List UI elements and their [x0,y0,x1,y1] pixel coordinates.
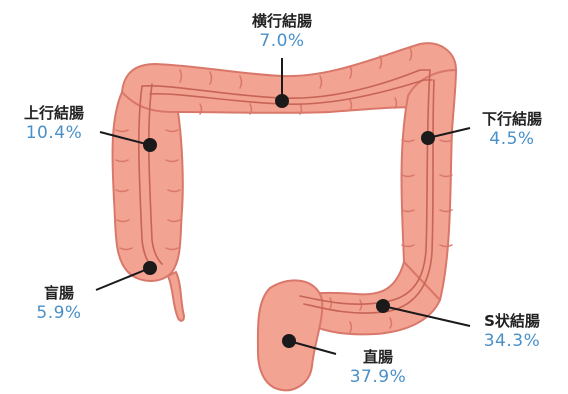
segment-name: 直腸 [328,348,428,367]
segment-percent: 7.0% [232,31,332,52]
leader-cecum [96,268,150,290]
segment-name: 上行結腸 [4,104,104,123]
label-rectum: 直腸 37.9% [328,348,428,388]
marker-transverse [276,95,288,107]
label-cecum: 盲腸 5.9% [14,284,104,324]
marker-rectum [283,335,295,347]
segment-percent: 34.3% [460,331,564,352]
segment-name: 下行結腸 [462,110,562,129]
label-ascending-colon: 上行結腸 10.4% [4,104,104,144]
label-transverse-colon: 横行結腸 7.0% [232,12,332,52]
segment-percent: 37.9% [328,367,428,388]
marker-ascending [144,139,156,151]
leader-ascending [100,132,150,145]
segment-name: 横行結腸 [232,12,332,31]
marker-sigmoid [377,300,389,312]
label-sigmoid-colon: S状結腸 34.3% [460,312,564,352]
leader-sigmoid [383,306,470,326]
marker-descending [422,132,434,144]
segment-name: S状結腸 [460,312,564,331]
label-descending-colon: 下行結腸 4.5% [462,110,562,150]
segment-percent: 10.4% [4,123,104,144]
marker-cecum [144,262,156,274]
segment-percent: 5.9% [14,303,104,324]
segment-name: 盲腸 [14,284,104,303]
segment-percent: 4.5% [462,129,562,150]
